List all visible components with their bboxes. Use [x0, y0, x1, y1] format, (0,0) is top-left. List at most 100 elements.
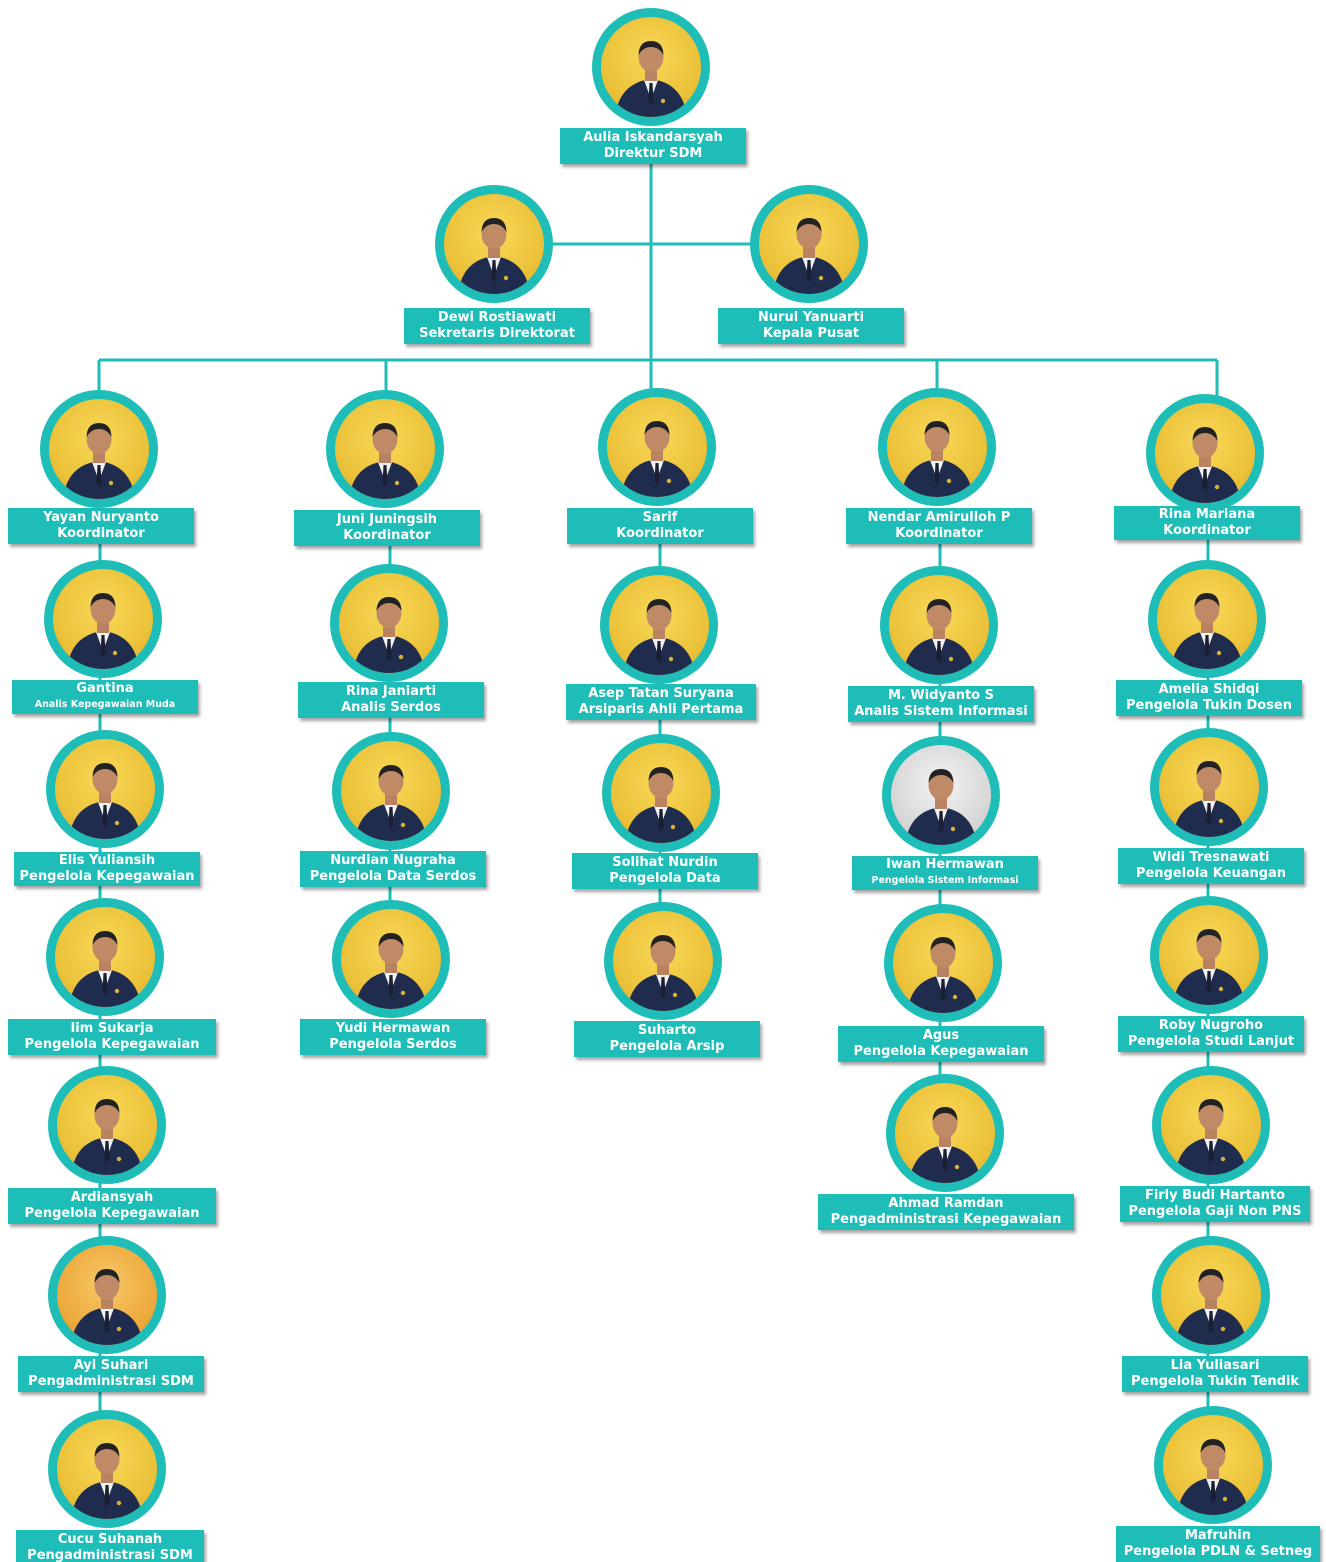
portrait-silhouette	[353, 597, 425, 673]
portrait-silhouette	[349, 423, 421, 499]
profile-ring	[332, 732, 450, 850]
portrait-silhouette	[1177, 1439, 1249, 1515]
profile-ring	[1152, 1236, 1270, 1354]
profile-ring	[1152, 1066, 1270, 1184]
name-label: Iwan Hermawan Pengelola Sistem Informasi	[852, 856, 1038, 890]
profile-ring	[880, 566, 998, 684]
person-name: Juni Juningsih	[336, 512, 438, 527]
name-label: Widi Tresnawati Pengelola Keuangan	[1118, 848, 1304, 884]
avatar	[895, 1083, 995, 1183]
person-role: Sekretaris Direktorat	[419, 326, 575, 341]
portrait-silhouette	[458, 218, 530, 294]
avatar	[444, 194, 544, 294]
portrait-silhouette	[627, 935, 699, 1011]
avatar	[341, 909, 441, 1009]
person-name: Rina Janiarti	[345, 684, 437, 699]
person-name: M. Widyanto S	[887, 688, 995, 703]
person-role: Pengelola Kepegawaian	[19, 869, 195, 884]
name-label: Lia Yuliasari Pengelola Tukin Tendik	[1122, 1356, 1308, 1392]
person-name: Amelia Shidqi	[1158, 682, 1260, 697]
avatar	[609, 575, 709, 675]
name-label: Amelia Shidqi Pengelola Tukin Dosen	[1116, 680, 1302, 716]
name-label: Agus Pengelola Kepegawaian	[838, 1026, 1044, 1062]
name-label: Aulia Iskandarsyah Direktur SDM	[560, 128, 746, 164]
avatar	[55, 907, 155, 1007]
person-role: Analis Serdos	[341, 700, 441, 715]
person-role: Pengelola Tukin Tendik	[1130, 1374, 1300, 1389]
avatar	[893, 913, 993, 1013]
name-label: Mafruhin Pengelola PDLN & Setneg	[1116, 1526, 1320, 1562]
person-role: Koordinator	[895, 526, 983, 541]
portrait-silhouette	[901, 421, 973, 497]
portrait-silhouette	[903, 599, 975, 675]
person-name: Mafruhin	[1185, 1528, 1251, 1543]
profile-ring	[750, 185, 868, 303]
name-label: Asep Tatan Suryana Arsiparis Ahli Pertam…	[566, 684, 756, 720]
person-role: Pengelola Serdos	[329, 1037, 457, 1052]
name-label: Iim Sukarja Pengelola Kepegawaian	[8, 1019, 216, 1055]
person-role: Pengelola Sistem Informasi	[871, 875, 1019, 886]
avatar	[1155, 403, 1255, 503]
avatar	[335, 399, 435, 499]
portrait-silhouette	[621, 421, 693, 497]
person-name: Nendar Amirulloh P	[867, 510, 1011, 525]
profile-ring	[884, 904, 1002, 1022]
avatar	[55, 739, 155, 839]
name-label: Gantina Analis Kepegawaian Muda	[12, 680, 198, 714]
profile-ring	[435, 185, 553, 303]
name-label: Cucu Suhanah Pengadministrasi SDM	[16, 1530, 204, 1562]
portrait-silhouette	[69, 763, 141, 839]
person-role: Pengelola Kepegawaian	[853, 1044, 1029, 1059]
portrait-silhouette	[1171, 593, 1243, 669]
name-label: Solihat Nurdin Pengelola Data	[572, 853, 758, 889]
profile-ring	[48, 1236, 166, 1354]
avatar	[1161, 1075, 1261, 1175]
person-name: Agus	[922, 1028, 960, 1043]
person-role: Kepala Pusat	[762, 326, 859, 341]
portrait-silhouette	[1169, 427, 1241, 503]
avatar	[1163, 1415, 1263, 1515]
avatar	[607, 397, 707, 497]
portrait-silhouette	[67, 593, 139, 669]
portrait-silhouette	[1175, 1099, 1247, 1175]
profile-ring	[1146, 394, 1264, 512]
person-name: Yudi Hermawan	[335, 1021, 451, 1036]
person-role: Pengelola Data Serdos	[309, 869, 477, 884]
person-role: Arsiparis Ahli Pertama	[578, 702, 744, 717]
person-name: Cucu Suhanah	[57, 1532, 163, 1547]
avatar	[889, 575, 989, 675]
portrait-silhouette	[1173, 761, 1245, 837]
name-label: Ahmad Ramdan Pengadministrasi Kepegawaia…	[818, 1194, 1074, 1230]
name-label: Firly Budi Hartanto Pengelola Gaji Non P…	[1120, 1186, 1310, 1222]
person-role: Koordinator	[343, 528, 431, 543]
person-name: Dewi Rostiawati	[437, 310, 557, 325]
avatar	[887, 397, 987, 497]
person-name: Widi Tresnawati	[1152, 850, 1270, 865]
portrait-silhouette	[71, 1099, 143, 1175]
person-role: Pengelola Kepegawaian	[24, 1037, 200, 1052]
name-label: Nendar Amirulloh P Koordinator	[846, 508, 1032, 544]
person-name: Rina Mariana	[1158, 507, 1256, 522]
person-name: Firly Budi Hartanto	[1144, 1188, 1286, 1203]
profile-ring	[326, 390, 444, 508]
person-role: Analis Sistem Informasi	[854, 704, 1028, 719]
avatar	[601, 17, 701, 117]
portrait-silhouette	[907, 937, 979, 1013]
name-label: Juni Juningsih Koordinator	[294, 510, 480, 546]
person-name: Yayan Nuryanto	[43, 510, 159, 525]
portrait-silhouette	[355, 933, 427, 1009]
name-label: Nurdian Nugraha Pengelola Data Serdos	[300, 851, 486, 887]
person-name: Elis Yuliansih	[58, 853, 156, 868]
person-name: Asep Tatan Suryana	[588, 686, 734, 701]
portrait-silhouette	[71, 1443, 143, 1519]
avatar	[1157, 569, 1257, 669]
portrait-silhouette	[69, 931, 141, 1007]
person-name: Ayi Suhari	[73, 1358, 149, 1373]
avatar	[611, 743, 711, 843]
portrait-silhouette	[905, 769, 977, 845]
avatar	[891, 745, 991, 845]
person-name: Lia Yuliasari	[1170, 1358, 1260, 1373]
name-label: Yudi Hermawan Pengelola Serdos	[300, 1019, 486, 1055]
person-role: Pengelola Gaji Non PNS	[1128, 1204, 1302, 1219]
